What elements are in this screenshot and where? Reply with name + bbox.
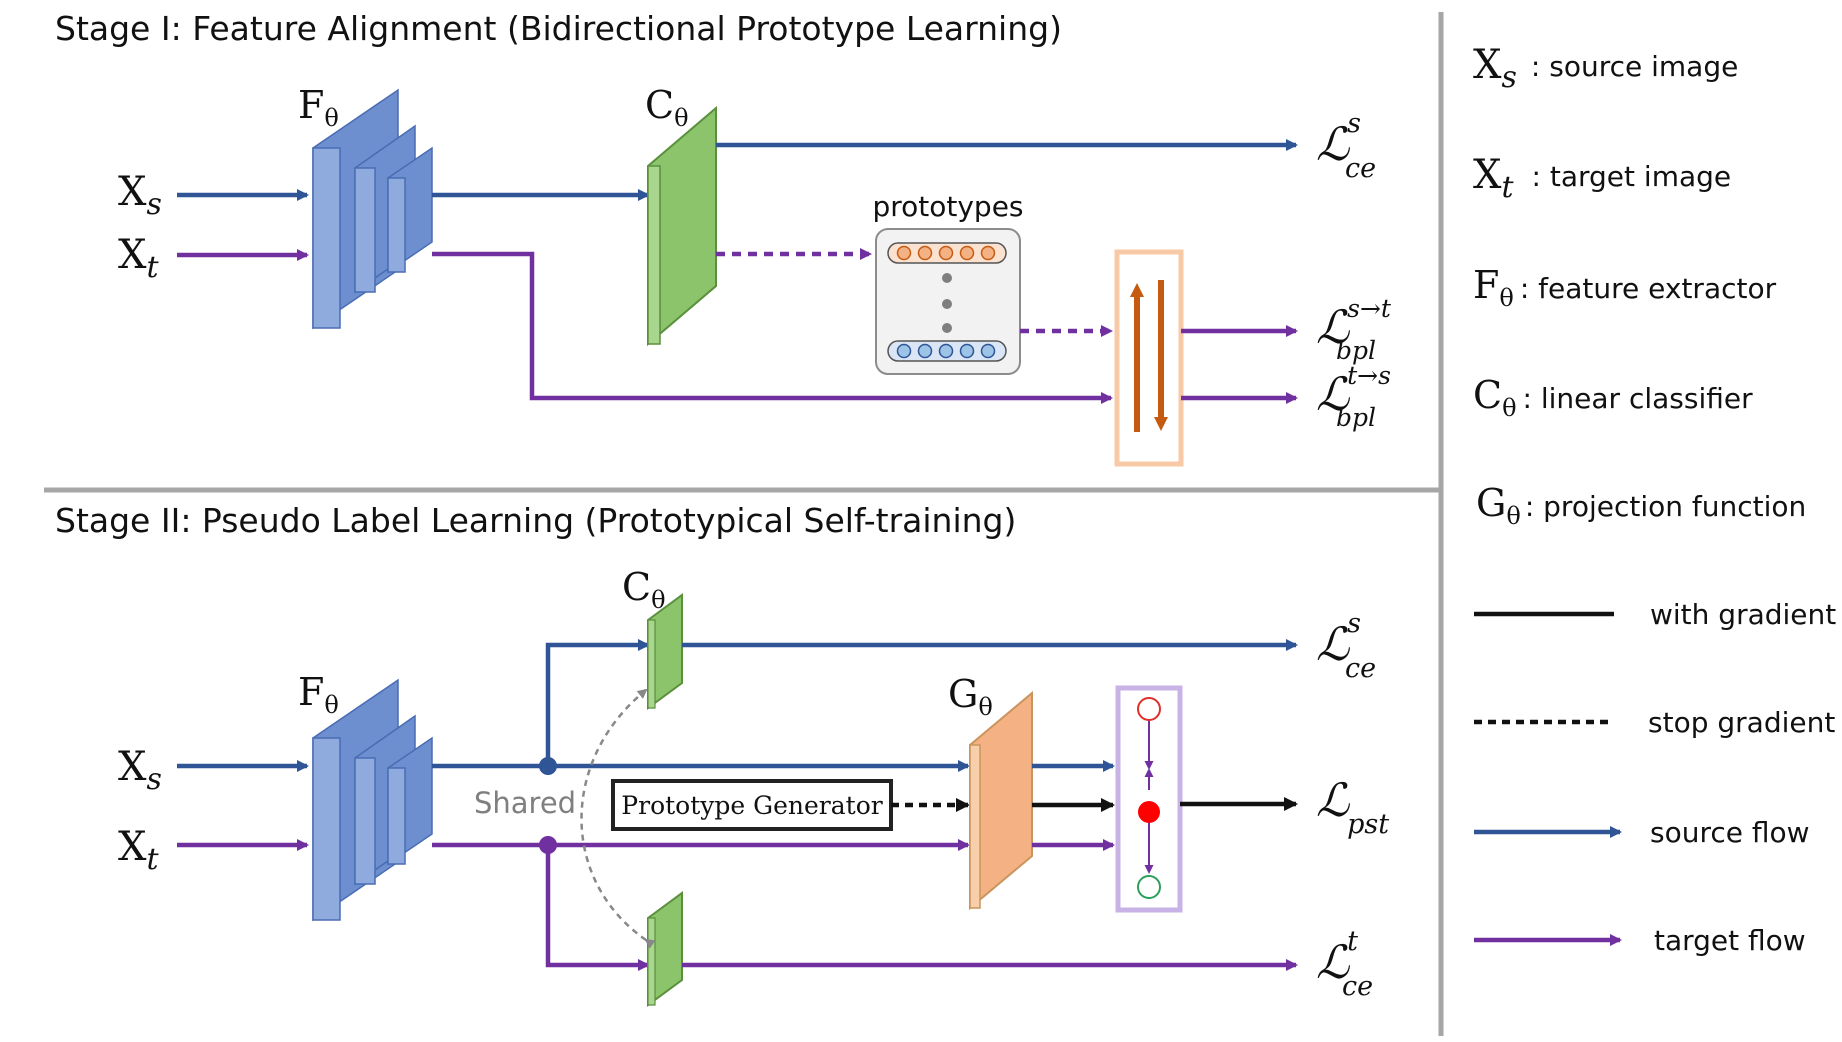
stage2-classifier-lower [647,891,683,1007]
stage2-projection-block [969,690,1033,911]
stage1-classifier-block [647,105,717,347]
stage2-classifier-upper [647,593,683,710]
legend-projection-function: Gθ: projection function [1476,481,1806,530]
legend-linear-classifier: Cθ: linear classifier [1473,373,1753,422]
bpl-box [1114,249,1184,467]
legend-target-image: Xt: target image [1473,152,1731,205]
stage1-panel: Stage I: Feature Alignment (Bidirectiona… [55,9,1392,467]
stage2-input-target-label: Xt [118,824,159,877]
stage1-target-to-bpl-arrow [432,251,1113,404]
stage1-classifier-label: Cθ [645,83,689,132]
stage2-projection-label: Gθ [948,672,993,721]
prototypes-box [875,228,1021,375]
stage2-source-branch-point [539,757,557,775]
legend-source-flow-label: source flow [1650,816,1810,849]
stage2-encoder-label: Fθ [298,670,339,719]
stage2-encoder-block [312,678,433,922]
stage1-title: Stage I: Feature Alignment (Bidirectiona… [55,9,1062,48]
stage1-encoder-block [312,88,433,330]
stage1-encoder-label: Fθ [298,83,339,132]
stage2-target-branch-to-classifier [545,845,650,971]
legend-stop-gradient-label: stop gradient [1648,706,1835,739]
legend-source-image: Xs: source image [1473,42,1738,95]
stage2-title: Stage II: Pseudo Label Learning (Prototy… [55,501,1016,540]
stage2-classifier-label: Cθ [622,565,666,614]
stage2-source-branch-to-classifier [545,639,650,766]
pst-box [1115,685,1183,913]
legend: Xs: source image Xt: target image Fθ: fe… [1473,42,1836,957]
stage2-loss-pst: ℒpst [1316,773,1389,840]
prototypes-label: prototypes [872,190,1023,223]
shared-label: Shared [474,786,576,820]
stage2-input-source-label: Xs [118,744,162,797]
stage1-input-target-label: Xt [118,232,159,285]
legend-feature-extractor: Fθ: feature extractor [1473,263,1777,312]
legend-target-flow-label: target flow [1654,924,1806,957]
stage1-input-source-label: Xs [118,169,162,222]
stage2-target-branch-point [539,836,557,854]
stage2-panel: Stage II: Pseudo Label Learning (Prototy… [55,501,1389,1007]
legend-with-gradient-label: with gradient [1650,598,1836,631]
prototype-generator-label: Prototype Generator [621,791,882,820]
